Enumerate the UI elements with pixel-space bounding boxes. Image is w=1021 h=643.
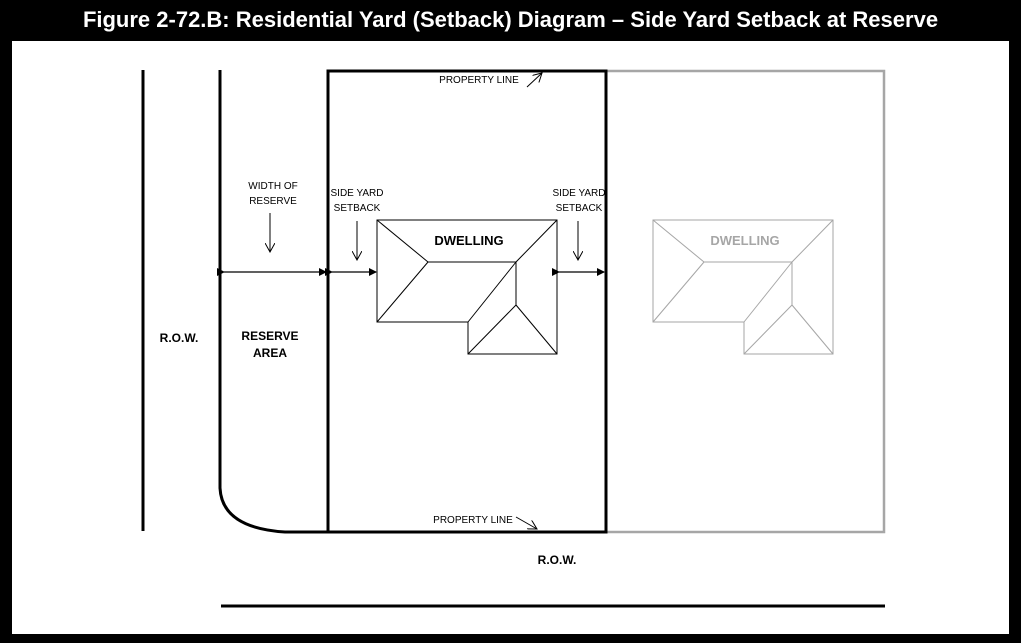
row-bottom-label: R.O.W. [538,553,577,567]
property-line-top-pointer [526,73,542,88]
side-yard-right-label-1: SIDE YARD [553,188,606,199]
property-line-bottom-pointer [515,516,537,529]
main-lot-outline [326,69,608,534]
property-line-top-label: PROPERTY LINE [439,75,519,86]
dwelling-adjacent-roofplan [652,219,834,355]
reserve-area-label-2: AREA [253,346,287,360]
side-yard-left-label-1: SIDE YARD [331,188,384,199]
reserve-curb-line [218,70,330,534]
dwelling-main-roofplan [376,219,558,355]
side-yard-left-label-2: SETBACK [334,203,381,214]
width-of-reserve-label-1: WIDTH OF [248,181,297,192]
side-yard-right-label-2: SETBACK [556,203,603,214]
width-of-reserve-label-2: RESERVE [249,196,297,207]
row-left-label: R.O.W. [160,331,199,345]
property-line-bottom-label: PROPERTY LINE [433,515,513,526]
figure-title: Figure 2-72.B: Residential Yard (Setback… [82,7,939,32]
reserve-area-label-1: RESERVE [241,329,298,343]
dwelling-main-label: DWELLING [434,233,503,248]
dwelling-adjacent-label: DWELLING [710,233,779,248]
drawing-area [12,41,1009,634]
